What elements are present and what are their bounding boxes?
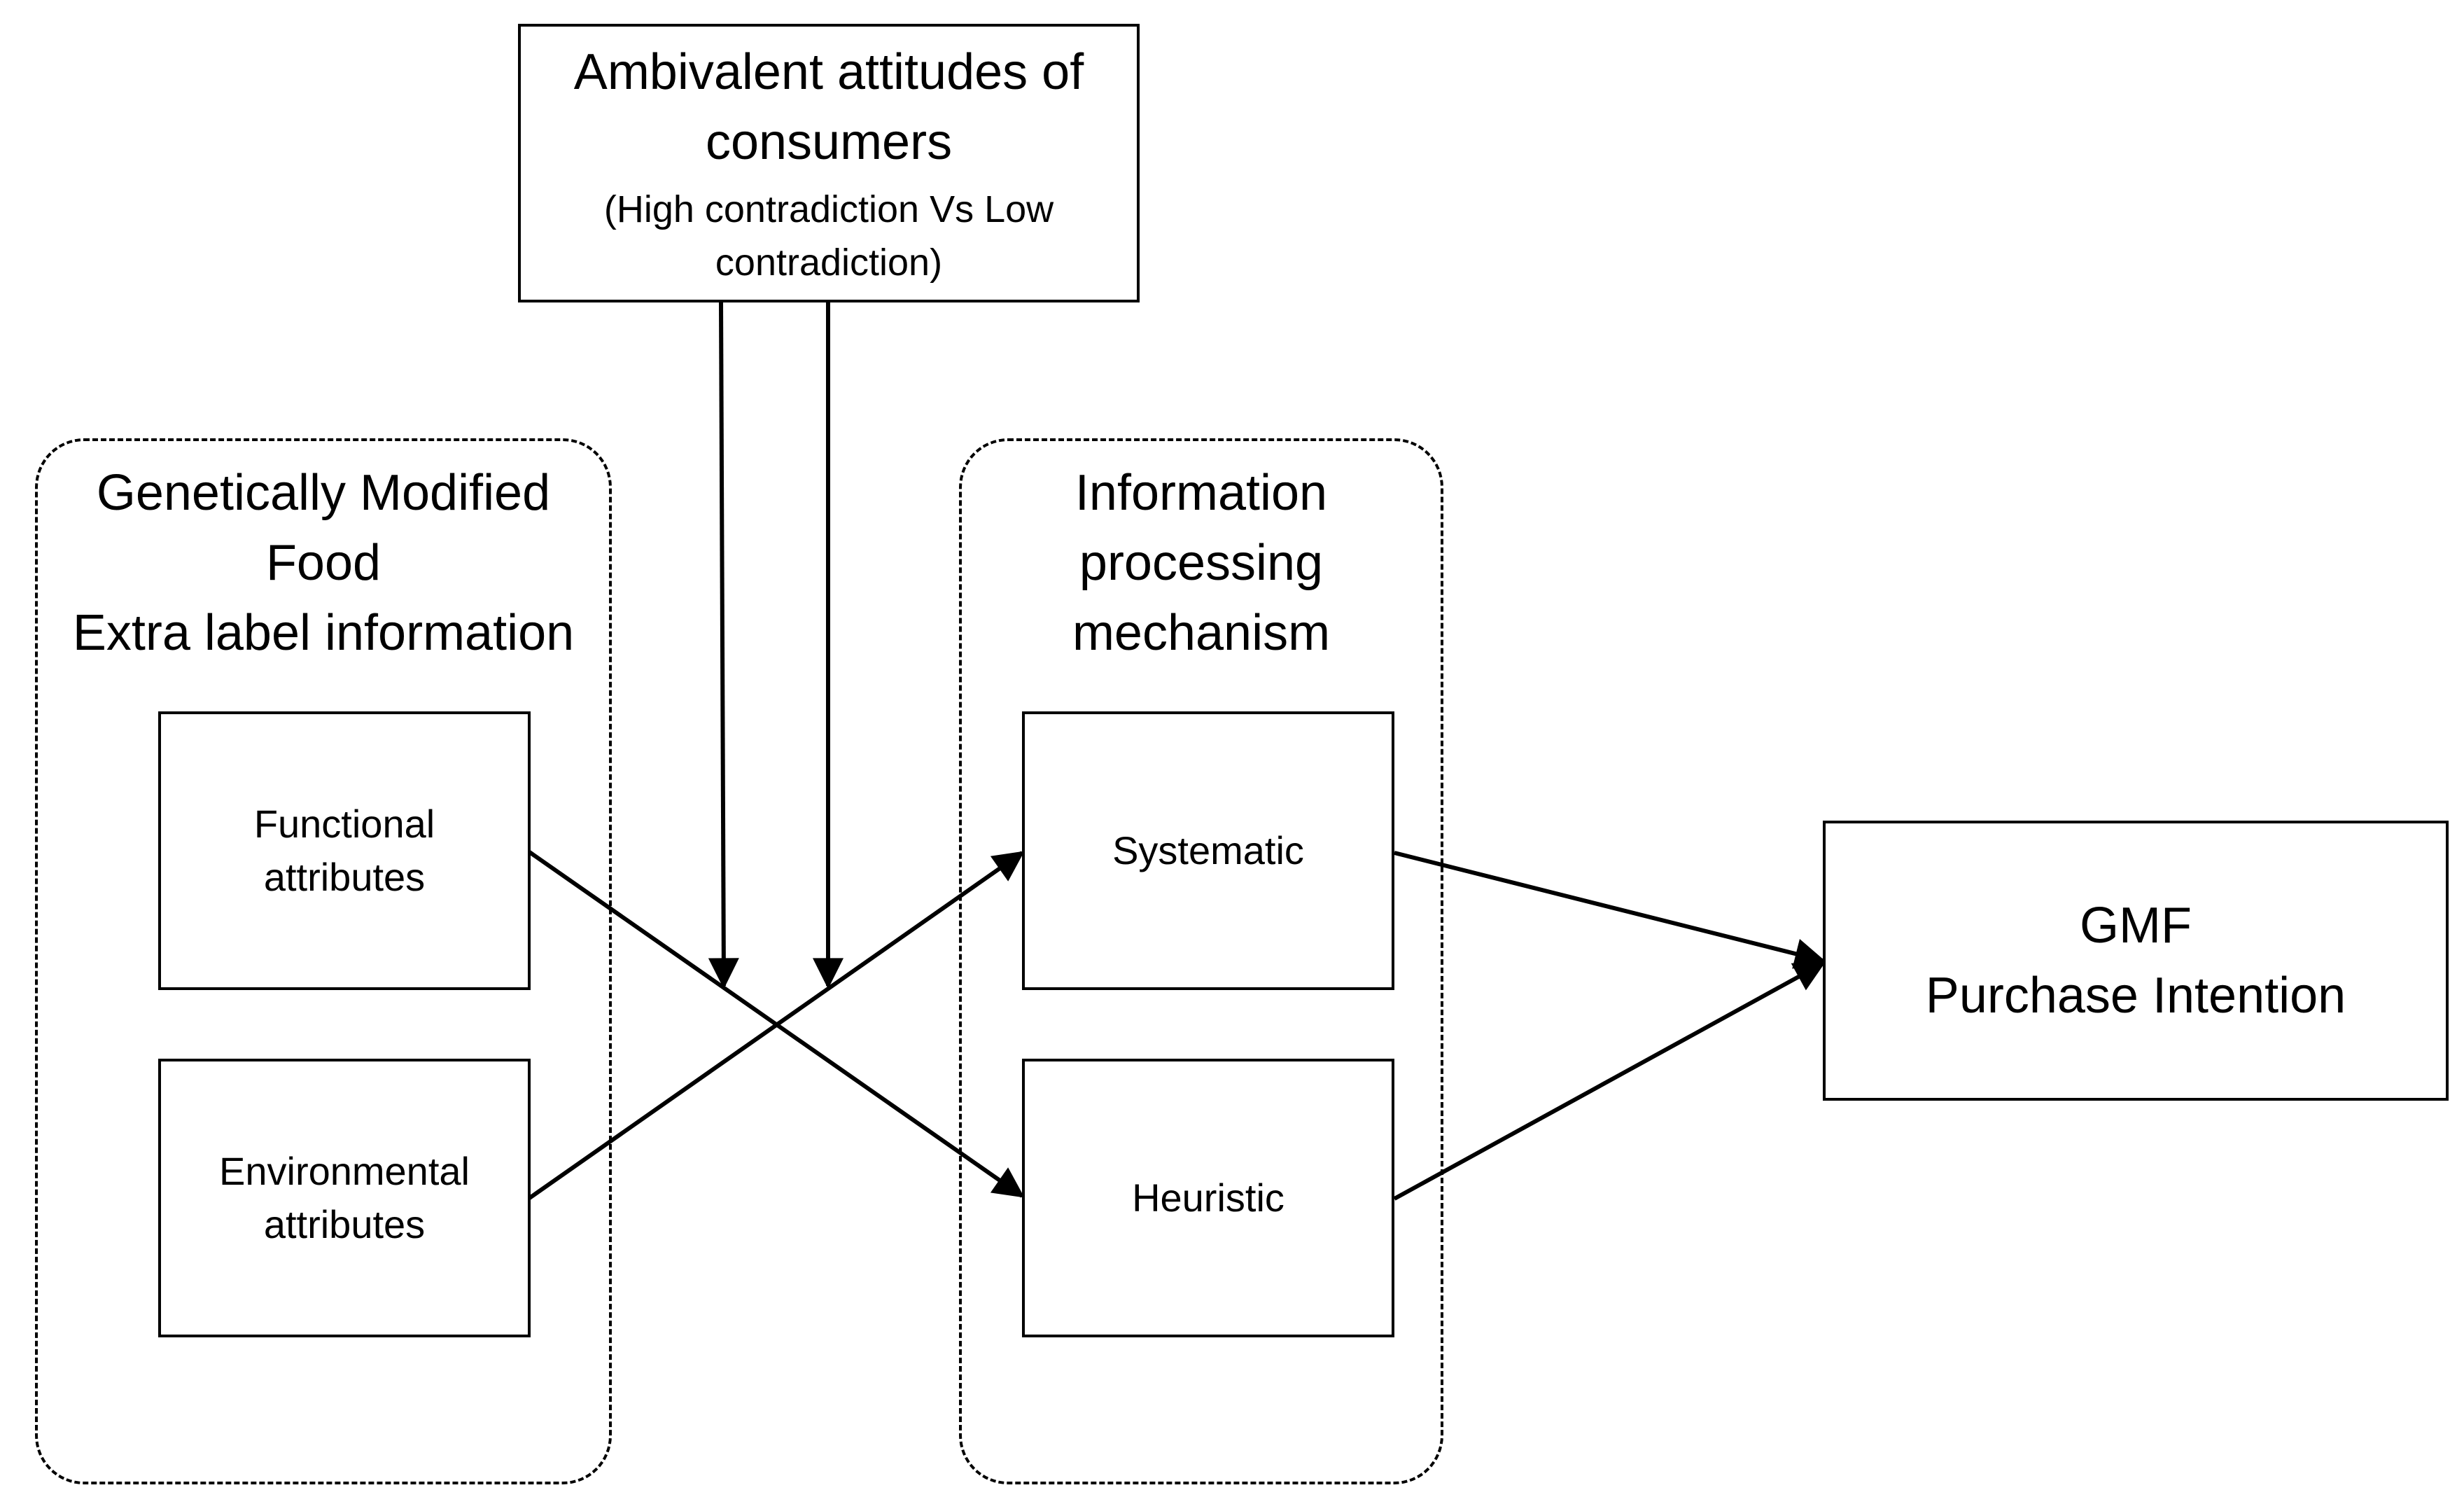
left-group-title: Genetically Modified Food Extra label in…: [72, 465, 575, 661]
heuristic-label: Heuristic: [1132, 1176, 1284, 1220]
arrow-systematic-to-gmf: [1394, 851, 1826, 969]
moderator-arrow-to-functional-path: [708, 302, 739, 989]
moderator-title: Ambivalent attitudes of consumers: [573, 44, 1084, 170]
moderator-box: Ambivalent attitudes of consumers (High …: [518, 24, 1140, 302]
gmf-purchase-intention-label: GMF Purchase Intention: [1925, 898, 2346, 1024]
heuristic-box: Heuristic: [1022, 1059, 1394, 1337]
left-group-container: Genetically Modified Food Extra label in…: [35, 438, 612, 1484]
gmf-purchase-intention-box: GMF Purchase Intention: [1823, 821, 2449, 1101]
functional-attributes-label: Functional attributes: [253, 802, 435, 899]
moderator-subtitle: (High contradiction Vs Low contradiction…: [603, 188, 1054, 284]
arrow-heuristic-to-gmf: [1393, 961, 1826, 1201]
middle-group-title: Information processing mechanism: [1072, 465, 1331, 661]
environmental-attributes-box: Environmental attributes: [158, 1059, 531, 1337]
functional-attributes-box: Functional attributes: [158, 711, 531, 990]
middle-group-container: Information processing mechanism: [959, 438, 1443, 1484]
environmental-attributes-label: Environmental attributes: [219, 1149, 470, 1246]
systematic-label: Systematic: [1112, 828, 1304, 872]
systematic-box: Systematic: [1022, 711, 1394, 990]
